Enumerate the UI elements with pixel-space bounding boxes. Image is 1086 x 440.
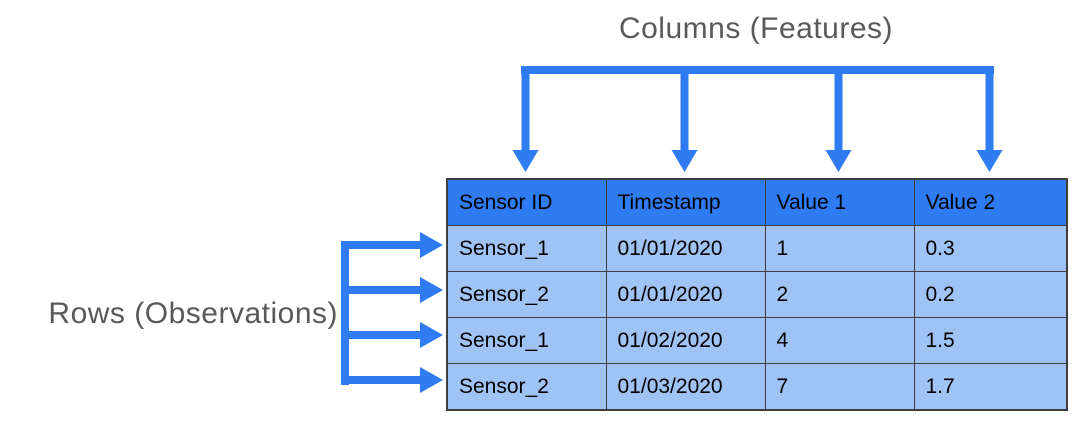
table-cell: 0.2 [913, 271, 1068, 318]
table-cell: 1.5 [913, 317, 1068, 364]
table-cell: 0.3 [913, 225, 1068, 272]
table-cell: 01/01/2020 [605, 225, 766, 272]
columns-bracket [512, 66, 1003, 172]
column-arrow-2-head [671, 150, 698, 172]
row-arrow-3-head [420, 322, 443, 348]
table-cell: 01/01/2020 [605, 271, 766, 318]
column-arrow-3-stem [834, 66, 843, 150]
header-cell: Sensor ID [446, 178, 607, 226]
row-arrow-1-stem [341, 241, 421, 249]
column-arrow-1-head [512, 150, 539, 172]
column-arrow-4-stem [985, 66, 994, 150]
header-cell: Value 1 [764, 178, 915, 226]
row-arrow-1-head [420, 232, 443, 258]
columns-label: Columns (Features) [618, 12, 894, 45]
column-arrow-4-head [976, 150, 1003, 172]
row-arrow-4-head [420, 367, 443, 393]
table-cell: Sensor_2 [446, 271, 607, 318]
table-cell: Sensor_1 [446, 317, 607, 364]
column-arrow-3-head [825, 150, 852, 172]
table-cell: 1.7 [913, 363, 1068, 411]
table-cell: Sensor_2 [446, 363, 607, 411]
row-arrow-2-head [420, 277, 443, 303]
table-cell: 7 [764, 363, 915, 411]
rows-bracket [341, 232, 443, 393]
column-arrow-2-stem [680, 66, 689, 150]
row-arrow-3-stem [341, 331, 421, 339]
row-arrow-4-stem [341, 376, 421, 384]
header-cell: Timestamp [605, 178, 766, 226]
header-cell: Value 2 [913, 178, 1068, 226]
columns-bracket-bar [521, 66, 994, 74]
column-arrow-1-stem [521, 66, 530, 150]
table-cell: 1 [764, 225, 915, 272]
table-cell: 01/03/2020 [605, 363, 766, 411]
table-cell: Sensor_1 [446, 225, 607, 272]
table-cell: 4 [764, 317, 915, 364]
table-cell: 01/02/2020 [605, 317, 766, 364]
rows-bracket-spine [341, 241, 349, 385]
row-arrow-2-stem [341, 286, 421, 294]
table-cell: 2 [764, 271, 915, 318]
rows-label: Rows (Observations) [48, 297, 338, 330]
